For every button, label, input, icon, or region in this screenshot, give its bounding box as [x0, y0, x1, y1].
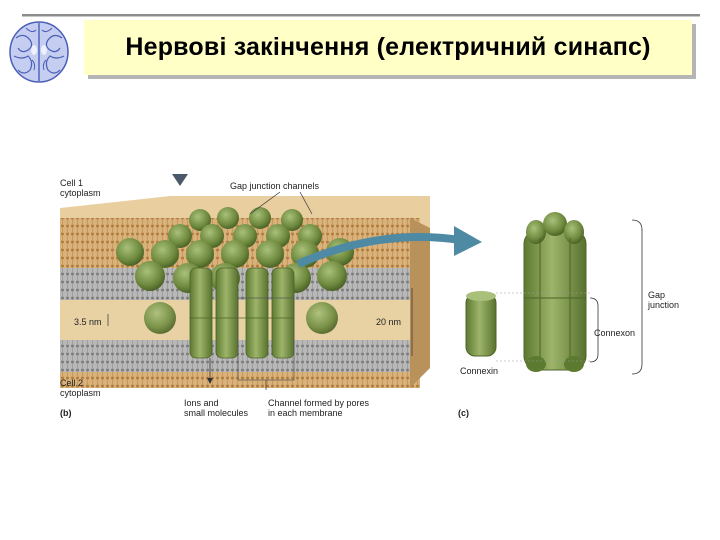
- zoom-arrow-icon: [454, 226, 482, 256]
- gap-junction-label: Gap junction: [648, 290, 679, 310]
- brain-logo-icon: [6, 20, 72, 84]
- panel-b-label: (b): [60, 408, 72, 418]
- slide-title: Нервові закінчення (електричний синапс): [125, 33, 650, 62]
- cell1-label: Cell 1 cytoplasm: [60, 178, 101, 198]
- title-banner: Нервові закінчення (електричний синапс): [84, 20, 692, 75]
- membrane-width-label: 20 nm: [376, 317, 401, 327]
- gap-junction-figure: Cell 1 cytoplasm Gap junction channels 3…: [50, 168, 690, 428]
- top-rule-shadow: [22, 16, 700, 17]
- connexon-side-view: [466, 212, 586, 372]
- gap-channels-label: Gap junction channels: [230, 181, 319, 191]
- panel-c-label: (c): [458, 408, 469, 418]
- gap-junction-illustration: [50, 168, 690, 428]
- ions-label: Ions and small molecules: [184, 398, 248, 418]
- gap-width-label: 3.5 nm: [74, 317, 102, 327]
- channel-pores-label: Channel formed by pores in each membrane: [268, 398, 369, 418]
- connexon-label: Connexon: [594, 328, 635, 338]
- cell2-label: Cell 2 cytoplasm: [60, 378, 101, 398]
- connexin-label: Connexin: [460, 366, 498, 376]
- pointer-arrow-icon: [172, 174, 188, 186]
